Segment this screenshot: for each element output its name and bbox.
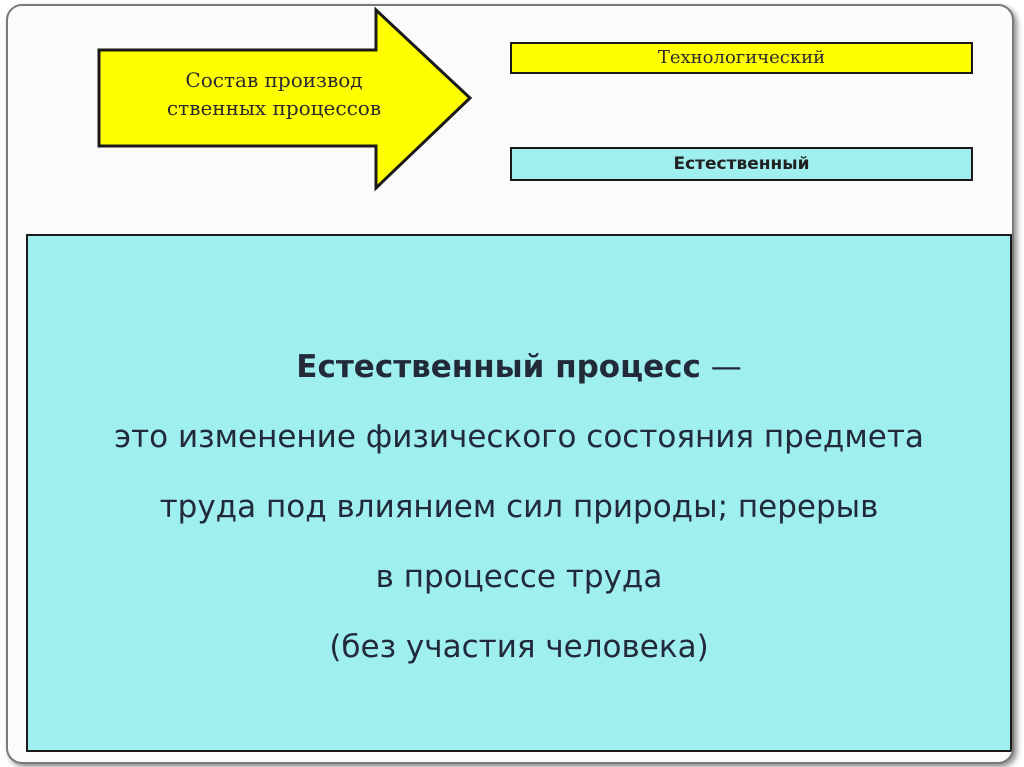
definition-line-1: Естественный процесс —	[28, 332, 1010, 402]
natural-box: Естественный	[510, 147, 973, 181]
definition-term: Естественный процесс	[296, 349, 701, 385]
arrow-label-line1: Состав производ	[185, 68, 363, 92]
definition-line-4: в процессе труда	[375, 559, 663, 595]
technological-box: Технологический	[510, 42, 973, 74]
arrow-label: Состав производ ственных процессов	[124, 66, 424, 122]
arrow-label-line2: ственных процессов	[166, 96, 382, 120]
definition-dash: —	[700, 349, 742, 385]
definition-text: Естественный процесс — это изменение физ…	[28, 332, 1010, 682]
definition-line-3: труда под влиянием сил природы; перерыв	[159, 489, 879, 525]
definition-panel: Естественный процесс — это изменение физ…	[26, 234, 1012, 752]
slide-frame: Состав производ ственных процессов Техно…	[6, 4, 1014, 764]
arrow-shape	[97, 6, 473, 192]
definition-line-5: (без участия человека)	[329, 629, 709, 665]
definition-line-2: это изменение физического состояния пред…	[114, 419, 924, 455]
